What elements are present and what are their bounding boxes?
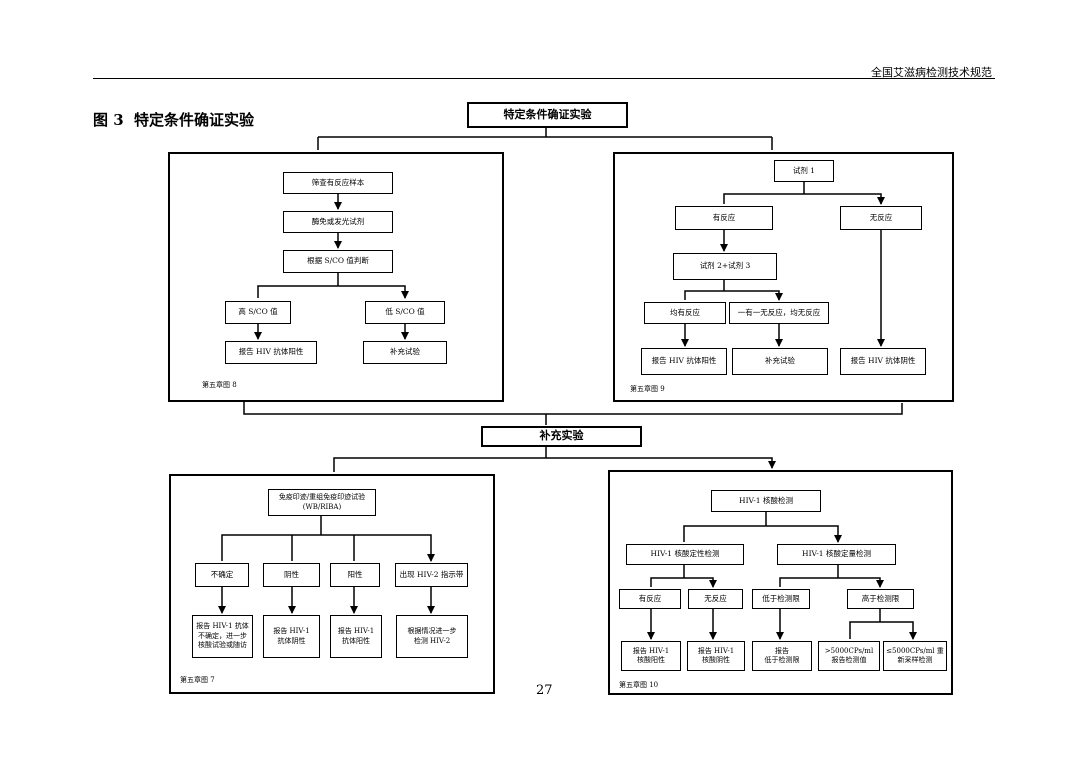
d-caption: 第五章图 10 xyxy=(619,681,659,689)
panel-d-frame xyxy=(608,470,953,695)
d-above-node: 高于检测限 xyxy=(847,589,914,609)
d-split-3 xyxy=(779,565,880,587)
c-positive-node: 阳性 xyxy=(330,563,380,587)
c-negative-node: 阴性 xyxy=(263,563,320,587)
d-below-node: 低于检测限 xyxy=(752,589,810,609)
d-nat-node: HIV-1 核酸检测 xyxy=(711,490,821,512)
d-split-2 xyxy=(650,565,713,587)
c-report-indeterminate-node: 报告 HIV-1 抗体 不确定，进一步 核酸试验或随访 xyxy=(192,615,253,658)
d-report-neg-node: 报告 HIV-1 核酸阴性 xyxy=(687,641,745,671)
b-report-pos-node: 报告 HIV 抗体阳性 xyxy=(641,348,727,375)
d-split-4 xyxy=(849,609,913,639)
merge-line xyxy=(243,402,903,425)
d-quant-node: HIV-1 核酸定量检测 xyxy=(777,544,896,565)
a-supplement-node: 补充试验 xyxy=(363,341,447,364)
a-judge-node: 根据 S/CO 值判断 xyxy=(283,250,393,273)
d-reactive-node: 有反应 xyxy=(619,589,681,609)
d-qual-node: HIV-1 核酸定性检测 xyxy=(626,544,744,565)
panel-c-frame xyxy=(169,474,495,694)
a-report-pos-node: 报告 HIV 抗体阳性 xyxy=(225,341,317,364)
c-report-positive-node: 报告 HIV-1 抗体阳性 xyxy=(330,615,382,658)
b-supplement-node: 补充试验 xyxy=(732,348,828,375)
d-report-gt-node: >5000CPs/ml 报告检测值 xyxy=(818,641,880,671)
a-high-node: 高 S/CO 值 xyxy=(225,301,291,324)
a-low-node: 低 S/CO 值 xyxy=(365,301,445,324)
d-split xyxy=(683,512,838,542)
c-indeterminate-node: 不确定 xyxy=(195,563,249,587)
header-rule xyxy=(93,78,995,79)
c-hiv2-node: 出现 HIV-2 指示带 xyxy=(395,563,468,587)
b-nonreactive-node: 无反应 xyxy=(840,206,922,230)
a-elisa-node: 酶免或发光试剂 xyxy=(283,211,393,233)
panel-b-frame xyxy=(613,152,954,402)
c-report-negative-node: 报告 HIV-1 抗体阴性 xyxy=(263,615,320,658)
figure-number: 图 3 xyxy=(93,111,124,129)
a-screen-node: 筛查有反应样本 xyxy=(283,172,393,194)
d-nonreactive-node: 无反应 xyxy=(688,589,743,609)
mid-split-line xyxy=(333,447,772,472)
b-reagent1-node: 试剂 1 xyxy=(774,160,834,182)
b-report-neg-node: 报告 HIV 抗体阴性 xyxy=(840,348,926,375)
page-number: 27 xyxy=(536,683,553,698)
a-split xyxy=(257,273,405,298)
c-wb-node: 免疫印迹/重组免疫印迹试验 (WB/RIBA) xyxy=(268,489,376,516)
b-both-reactive-node: 均有反应 xyxy=(644,302,726,324)
c-split xyxy=(221,516,431,561)
figure-title: 特定条件确证实验 xyxy=(134,111,255,129)
c-report-hiv2-node: 根据情况进一步 检测 HIV-2 xyxy=(396,615,468,658)
d-report-le-node: ≤5000CPs/ml 重 新采样检测 xyxy=(883,641,947,671)
top-node: 特定条件确证实验 xyxy=(467,102,628,128)
d-report-below-node: 报告 低于检测限 xyxy=(752,641,812,671)
b-split xyxy=(723,182,881,204)
d-report-pos-node: 报告 HIV-1 核酸阳性 xyxy=(621,641,681,671)
c-caption: 第五章图 7 xyxy=(180,676,215,684)
a-caption: 第五章图 8 xyxy=(202,381,237,389)
panel-a-frame xyxy=(168,152,504,402)
b-reagent23-node: 试剂 2+试剂 3 xyxy=(673,253,777,280)
running-title: 全国艾滋病检测技术规范 xyxy=(871,66,992,79)
b-split-2 xyxy=(684,280,779,300)
b-mixed-node: 一有一无反应，均无反应 xyxy=(729,302,829,324)
middle-node: 补充实验 xyxy=(481,426,642,447)
top-split-line xyxy=(317,128,773,150)
b-reactive-node: 有反应 xyxy=(675,206,773,230)
b-caption: 第五章图 9 xyxy=(630,385,665,393)
